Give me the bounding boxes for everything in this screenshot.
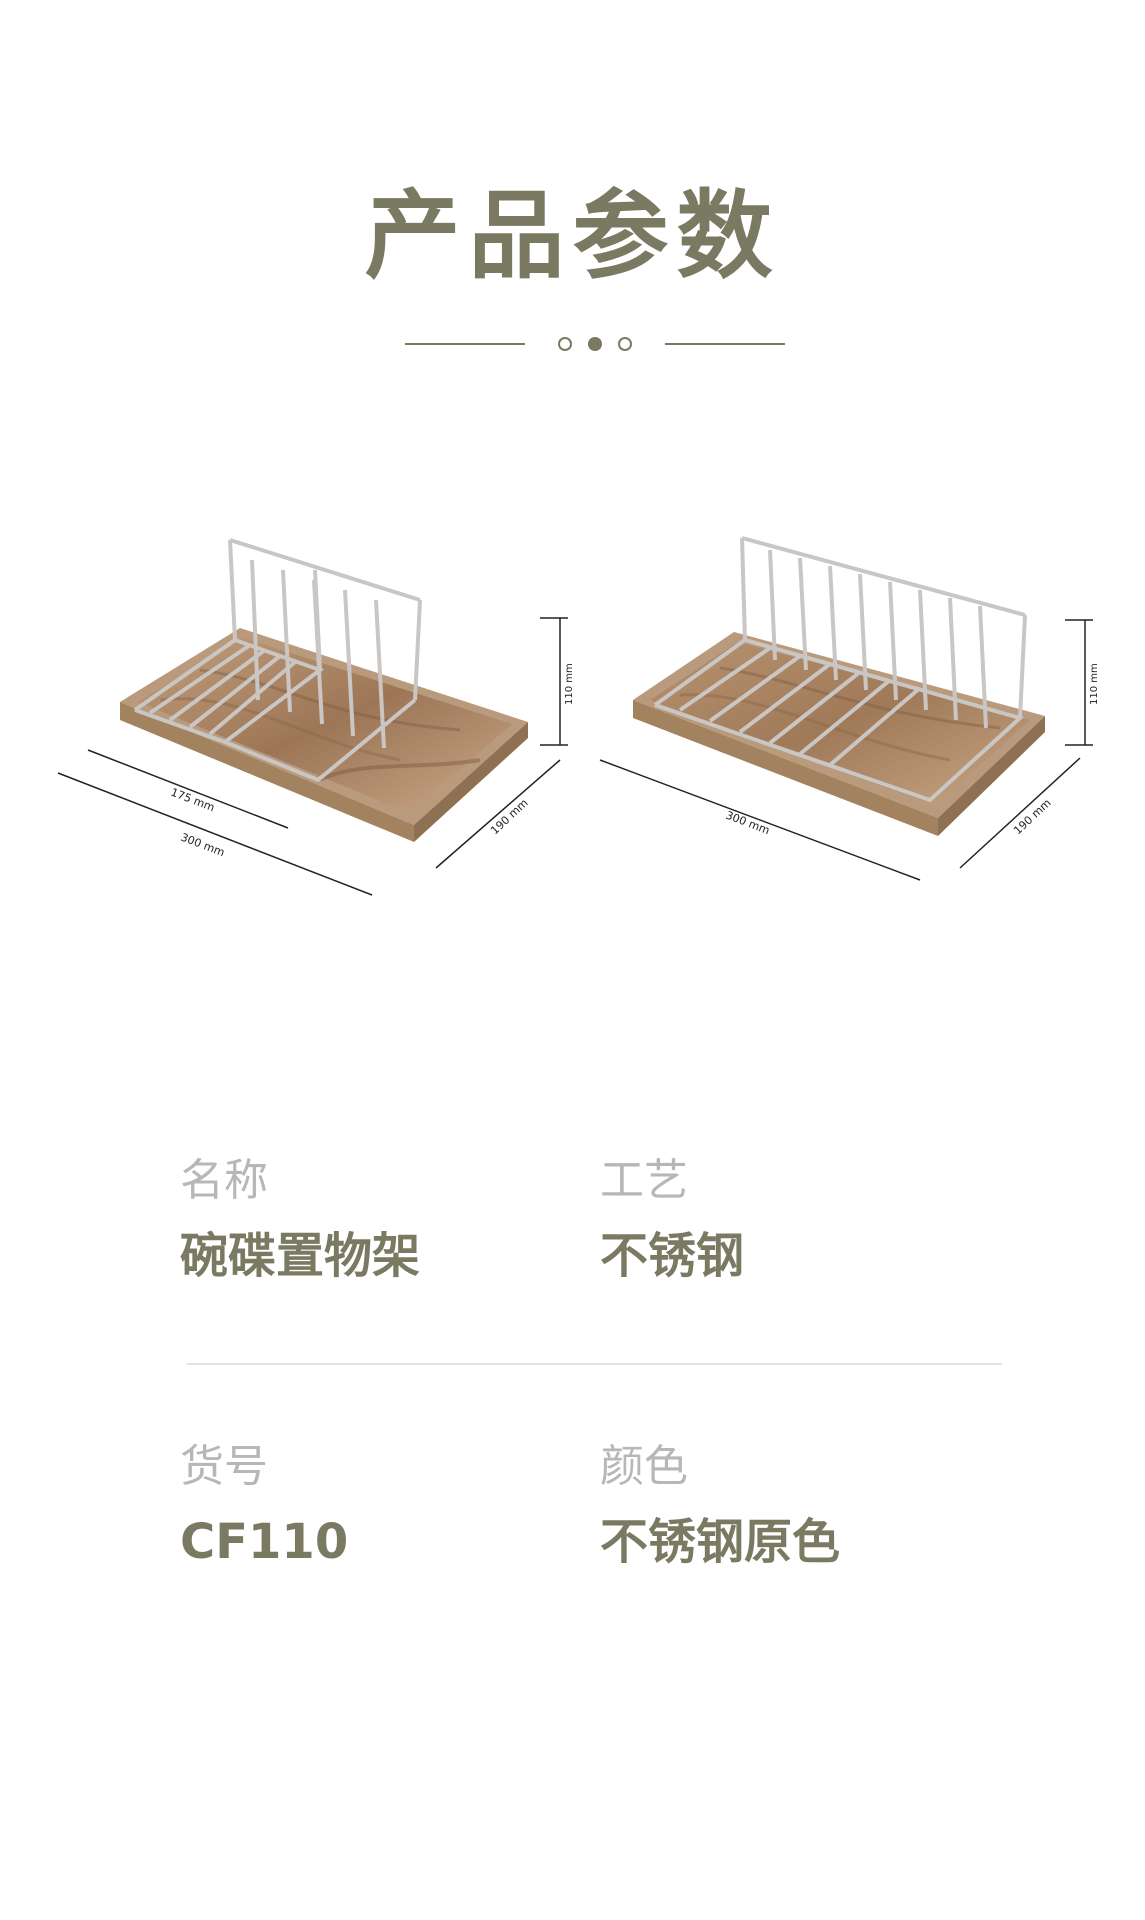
dim-b-height-text: 110 mm [1089,663,1100,705]
page-title: 产品参数 [364,180,781,292]
dim-a-segment-text: 175 mm [169,786,217,815]
product-dimension-illustration: 175 mm 300 mm 190 mm 110 mm [57,536,1100,896]
product-a-tray [120,628,528,842]
divider-dot-center [588,337,602,351]
title-divider-ornament [405,337,785,351]
dim-a-height-text: 110 mm [564,663,575,705]
spec-color-label: 颜色 [600,1441,688,1492]
product-b-wire-rack [653,536,1027,803]
spec-sku-value: CF110 [180,1514,349,1570]
spec-name-value: 碗碟置物架 [180,1228,421,1284]
divider-dot-right [618,337,632,351]
spec-name-label: 名称 [180,1155,268,1206]
spec-sku-label: 货号 [180,1441,268,1492]
spec-craft-label: 工艺 [600,1155,688,1206]
product-b-dimension-lines [599,619,1093,881]
spec-divider [187,1363,1002,1365]
divider-dot-left [558,337,572,351]
dim-b-length-text: 300 mm [724,809,772,838]
product-a-dimension-lines [57,617,568,896]
product-a-wire-rack [133,538,422,783]
spec-craft-value: 不锈钢 [600,1228,745,1284]
product-b-tray [633,632,1045,836]
spec-color-value: 不锈钢原色 [600,1514,841,1570]
